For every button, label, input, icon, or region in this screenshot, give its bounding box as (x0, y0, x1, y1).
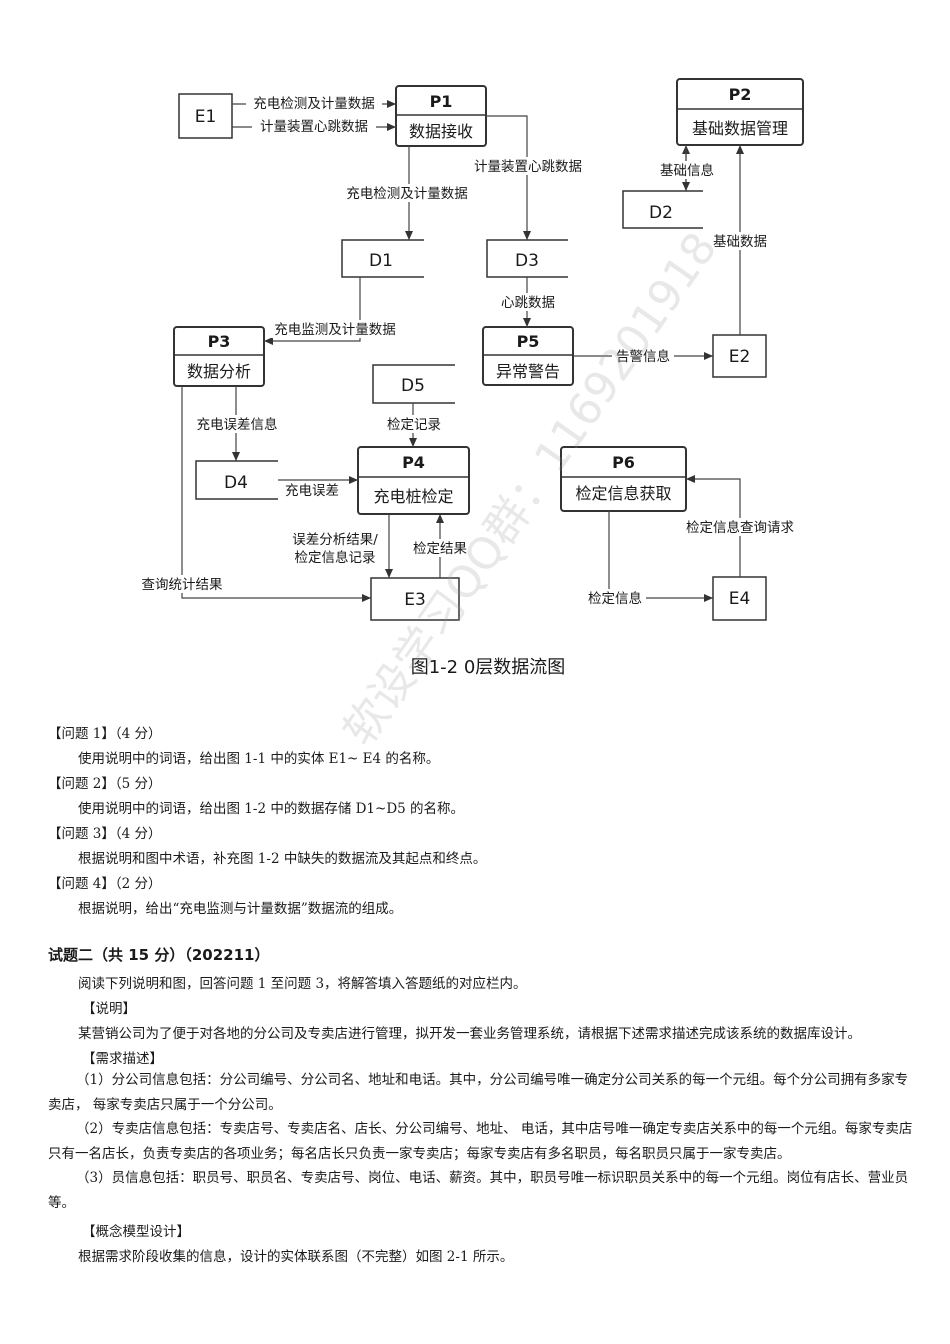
requirements-label: 【需求描述】 (82, 1051, 163, 1067)
flow-label: 心跳数据 (501, 295, 555, 311)
process-p3: P3 数据分析 (173, 326, 265, 387)
flow-label: 误差分析结果/ (292, 532, 378, 548)
flow-labels: 充电检测及计量数据 计量装置心跳数据 计量装置心跳数据 充电检测及计量数据 心跳… (136, 94, 800, 607)
question-3-body: 根据说明和图中术语，补充图 1-2 中缺失的数据流及其起点和终点。 (78, 851, 487, 867)
flow-label: 计量装置心跳数据 (260, 119, 368, 135)
question-3-title: 【问题 3】（4 分） (48, 826, 162, 842)
concept-text: 根据需求阶段收集的信息，设计的实体联系图（不完整）如图 2-1 所示。 (78, 1249, 514, 1265)
section-title: 试题二（共 15 分）（202211） (48, 946, 270, 964)
svg-text:数据接收: 数据接收 (409, 122, 473, 141)
question-4-body: 根据说明，给出“充电监测与计量数据”数据流的组成。 (78, 901, 403, 917)
process-p4: P4 充电桩检定 (357, 446, 470, 515)
flow-label: 基础信息 (660, 162, 714, 179)
flow-label: 充电检测及计量数据 (346, 186, 468, 202)
process-p5: P5 异常警告 (482, 326, 574, 386)
svg-text:充电桩检定: 充电桩检定 (373, 487, 453, 506)
flow-label: 检定信息记录 (295, 549, 376, 566)
entity-e1: E1 (178, 93, 233, 139)
svg-text:D2: D2 (649, 203, 673, 223)
svg-text:P2: P2 (729, 85, 752, 104)
requirement-3: （3）员信息包括：职员号、职员名、专卖店号、岗位、电话、薪资。其中，职员号唯一标… (48, 1170, 909, 1211)
explain-text: 某营销公司为了便于对各地的分公司及专卖店进行管理，拟开发一套业务管理系统，请根据… (78, 1026, 861, 1042)
section-intro: 阅读下列说明和图，回答问题 1 至问题 3，将解答填入答题纸的对应栏内。 (78, 976, 527, 992)
question-1-title: 【问题 1】（4 分） (48, 726, 162, 742)
svg-text:E1: E1 (195, 107, 217, 127)
flow-label: 检定信息 (588, 590, 642, 607)
flow-label: 充电误差信息 (197, 416, 278, 433)
data-flow-diagram: E1 E2 E3 E4 P1 数据接收 P2 基础数据管理 P3 数据分析 P4… (136, 78, 804, 678)
flow-label: 充电误差 (285, 483, 339, 499)
process-p2: P2 基础数据管理 (676, 78, 804, 146)
svg-text:P4: P4 (402, 453, 425, 472)
svg-text:D5: D5 (401, 376, 425, 396)
flow-label: 检定记录 (387, 417, 441, 433)
store-d1: D1 (341, 239, 424, 278)
svg-text:E3: E3 (404, 590, 426, 610)
svg-text:P1: P1 (430, 92, 453, 111)
question-2-body: 使用说明中的词语，给出图 1-2 中的数据存储 D1~D5 的名称。 (78, 801, 465, 817)
svg-text:P6: P6 (612, 453, 635, 472)
process-p6: P6 检定信息获取 (560, 446, 687, 512)
explain-label: 【说明】 (82, 1001, 136, 1017)
svg-text:P5: P5 (517, 332, 540, 351)
svg-text:P3: P3 (208, 332, 231, 351)
flow-label: 充电检测及计量数据 (253, 96, 375, 112)
svg-text:E2: E2 (729, 347, 751, 367)
svg-text:D3: D3 (515, 251, 539, 271)
store-d4: D4 (195, 460, 278, 500)
question-2-title: 【问题 2】（5 分） (48, 776, 162, 792)
svg-text:D4: D4 (224, 473, 248, 493)
requirement-1: （1）分公司信息包括：分公司编号、分公司名、地址和电话。其中，分公司编号唯一确定… (48, 1072, 909, 1113)
concept-label: 【概念模型设计】 (82, 1224, 190, 1240)
flow-label: 检定结果 (413, 541, 467, 557)
store-d2: D2 (622, 190, 703, 229)
svg-text:基础数据管理: 基础数据管理 (692, 119, 788, 138)
flow-label: 计量装置心跳数据 (474, 159, 582, 175)
flow-label: 查询统计结果 (142, 577, 223, 593)
svg-text:数据分析: 数据分析 (187, 362, 251, 381)
flow-label: 基础数据 (713, 233, 767, 250)
store-d3: D3 (486, 239, 568, 278)
svg-text:检定信息获取: 检定信息获取 (575, 484, 671, 503)
figure-caption: 图1-2 0层数据流图 (411, 657, 566, 678)
svg-text:E4: E4 (729, 589, 751, 609)
entity-e2: E2 (712, 334, 767, 378)
svg-text:异常警告: 异常警告 (496, 362, 560, 381)
store-d5: D5 (372, 364, 455, 404)
flow-label: 充电监测及计量数据 (274, 322, 396, 338)
flow-label: 检定信息查询请求 (686, 519, 794, 536)
entity-e3: E3 (370, 577, 460, 621)
question-1-body: 使用说明中的词语，给出图 1-1 中的实体 E1~ E4 的名称。 (78, 751, 440, 767)
svg-text:D1: D1 (369, 251, 393, 271)
question-4-title: 【问题 4】（2 分） (48, 876, 162, 892)
process-p1: P1 数据接收 (395, 85, 487, 147)
flow-label: 告警信息 (616, 348, 670, 365)
entity-e4: E4 (712, 576, 767, 621)
requirement-2: （2）专卖店信息包括：专卖店号、专卖店名、店长、分公司编号、地址、 电话，其中店… (48, 1121, 913, 1162)
